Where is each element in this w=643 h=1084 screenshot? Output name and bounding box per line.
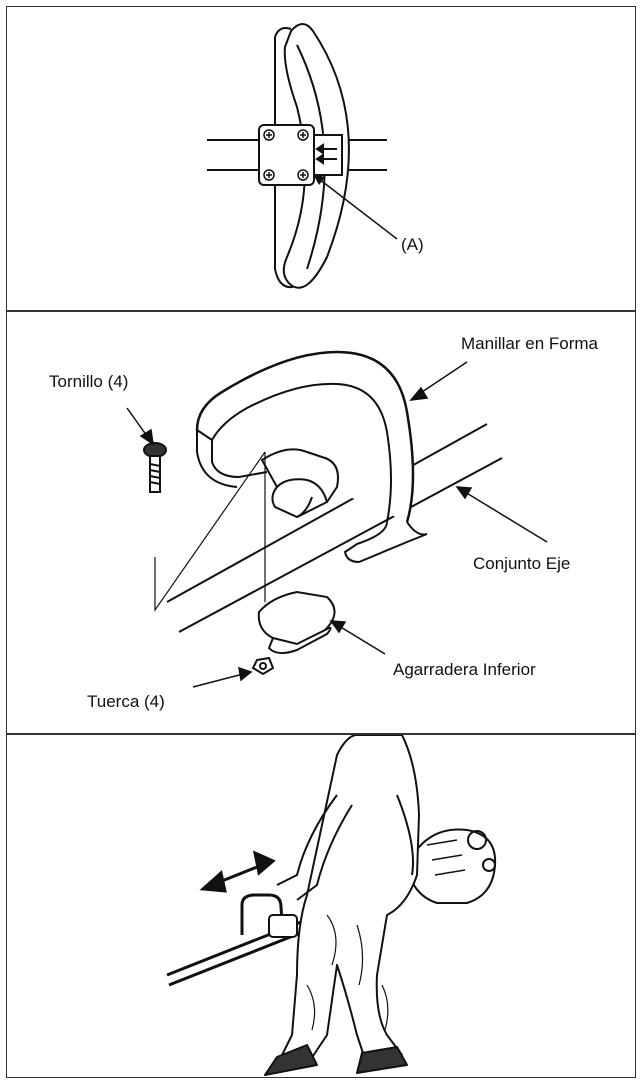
lower-grip [257, 590, 336, 646]
arrowhead-grip [329, 620, 347, 634]
arrowhead-screw [139, 428, 154, 446]
shaft-lower-edge [178, 457, 503, 633]
label-screw: Tornillo (4) [49, 372, 129, 391]
label-a: (A) [401, 235, 424, 254]
screw-drawing [143, 442, 167, 493]
operator-arm-left [276, 794, 338, 886]
arrowhead-handle [409, 386, 429, 401]
loop-handle-inner [211, 382, 392, 523]
operator-arm-right [396, 794, 414, 876]
handle-top-view-drawing [207, 23, 398, 289]
operator-body [276, 735, 420, 1066]
loop-handle [240, 893, 285, 936]
label-lower-grip: Agarradera Inferior [393, 660, 536, 679]
assembly-drawing [126, 350, 548, 688]
shoe-left [264, 1044, 318, 1076]
operator-illustration [166, 735, 497, 1076]
shaft-upper-edge [166, 423, 488, 603]
clamp-arrow-plate [313, 134, 343, 176]
screw-guide-line [154, 451, 266, 612]
panel-bottom-operator [6, 734, 636, 1078]
hand-on-handle [268, 914, 298, 938]
upper-clamp [260, 448, 339, 519]
panel-middle-assembly: Manillar en Forma Tornillo (4) Conjunto … [6, 311, 636, 734]
leader-arrowhead-a [313, 174, 325, 185]
nut-shape [251, 656, 275, 676]
double-arrow [199, 850, 276, 893]
shoe-right [356, 1046, 408, 1074]
panel-top-handle-view: (A) [6, 6, 636, 311]
label-handle: Manillar en Forma [461, 334, 598, 353]
arrowhead-shaft [455, 486, 473, 500]
engine-cap [467, 830, 487, 850]
label-shaft: Conjunto Eje [473, 554, 571, 573]
loop-handle-outer [195, 350, 415, 523]
arrowhead-nut [238, 666, 253, 682]
label-nut: Tuerca (4) [87, 692, 165, 711]
